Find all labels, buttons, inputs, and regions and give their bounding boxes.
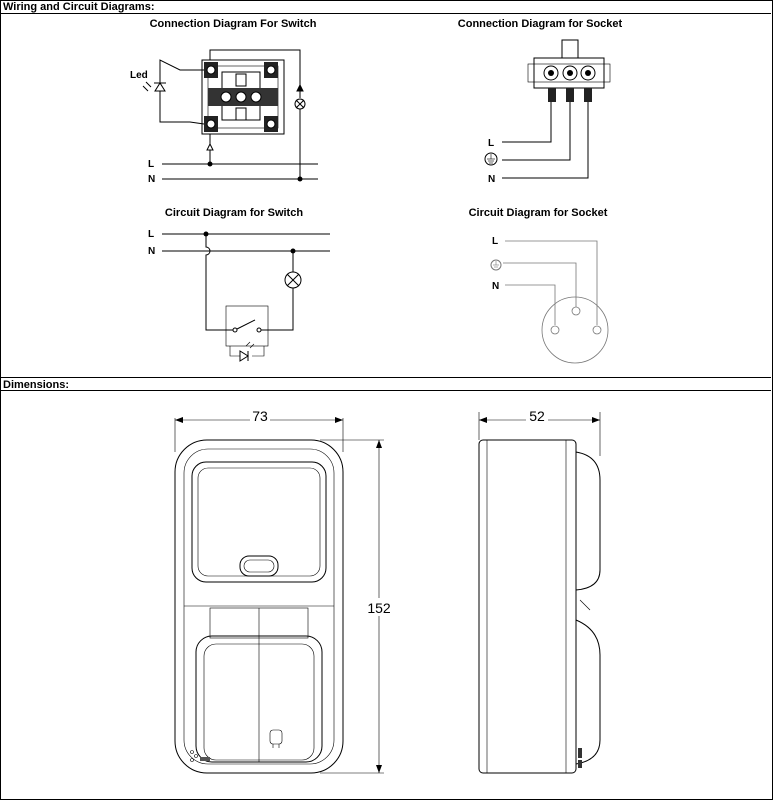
side-flap-profile <box>575 619 601 765</box>
socket-live-label: L <box>488 138 494 149</box>
switch-body <box>201 59 285 135</box>
live-to-switch-wire <box>205 234 226 331</box>
front-outer-frame <box>174 439 344 774</box>
dimension-arrow <box>175 417 183 423</box>
socket-connection-diagram: Connection Diagram for Socket L N <box>458 18 623 185</box>
socket-pin <box>592 325 602 335</box>
switch-terminal-block <box>204 62 278 132</box>
depth-dimension-label: 52 <box>529 408 545 424</box>
led-icon <box>239 341 255 362</box>
dimension-arrow <box>592 417 600 423</box>
dimension-arrow <box>335 417 343 423</box>
switch-circuit-title: Circuit Diagram for Switch <box>165 207 303 219</box>
dimension-arrow <box>479 417 487 423</box>
earth-icon <box>484 152 498 166</box>
switch-symbol-box <box>225 305 269 347</box>
ip-rating-icon <box>578 748 582 768</box>
socket-circuit-diagram: Circuit Diagram for Socket L N <box>469 207 609 364</box>
live-label: L <box>148 159 154 170</box>
side-body <box>478 439 577 774</box>
switch-rocker-cover <box>191 461 327 583</box>
socket-pin <box>550 325 560 335</box>
socket-circuit-live-label: L <box>492 236 498 247</box>
plug-icon <box>269 729 283 748</box>
width-dimension-label: 73 <box>252 408 268 424</box>
socket-neutral-label: N <box>488 174 495 185</box>
socket-neutral-wire <box>502 102 589 179</box>
socket-outline <box>541 296 609 364</box>
label-backing <box>526 409 548 425</box>
lamp-icon <box>294 98 306 110</box>
socket-connection-title: Connection Diagram for Socket <box>458 18 623 30</box>
socket-terminal-block <box>527 39 611 102</box>
wiring-section-title: Wiring and Circuit Diagrams: <box>0 0 771 14</box>
arrow-icon <box>296 84 304 92</box>
socket-circuit-live-wire <box>505 240 598 325</box>
switch-circuit-diagram: Circuit Diagram for Switch L N <box>148 207 330 362</box>
led-wire-top <box>159 59 204 83</box>
junction <box>297 176 303 182</box>
led-wire-bottom <box>159 91 205 125</box>
led-window-inner <box>243 559 275 573</box>
dimension-arrow <box>376 765 382 773</box>
label-backing <box>250 409 270 425</box>
arrow-icon <box>206 142 214 151</box>
socket-circuit-earth-wire <box>503 262 577 307</box>
junction <box>207 161 213 167</box>
socket-live-wire <box>502 102 552 143</box>
side-view-drawing: 52 <box>478 408 601 774</box>
circuit-live-label: L <box>148 229 154 240</box>
neutral-label: N <box>148 174 155 185</box>
socket-earth-wire <box>502 102 571 161</box>
switch-contact <box>232 327 238 333</box>
earth-icon <box>490 259 502 271</box>
led-icon <box>142 81 166 92</box>
label-backing <box>366 598 392 616</box>
socket-circuit-neutral-wire <box>505 284 556 325</box>
socket-circuit-neutral-label: N <box>492 281 499 292</box>
side-rocker-profile <box>575 451 601 591</box>
led-label: Led <box>130 70 148 81</box>
socket-circuit-title: Circuit Diagram for Socket <box>469 207 608 219</box>
led-lead <box>252 346 265 357</box>
lamp-to-switch-wire <box>268 288 294 331</box>
ip-rating-icon <box>190 750 210 762</box>
circuit-neutral-label: N <box>148 246 155 257</box>
dimensions-section-title: Dimensions: <box>0 377 771 391</box>
socket-earth-pin <box>571 306 581 316</box>
front-inner-frame <box>183 448 335 765</box>
lamp-icon <box>284 271 302 289</box>
switch-lever <box>236 319 256 330</box>
dimension-arrow <box>376 440 382 448</box>
front-view-drawing: 73 152 <box>174 408 392 774</box>
switch-contact <box>256 327 262 333</box>
lamp-wire <box>209 49 301 98</box>
led-window <box>239 555 279 577</box>
height-dimension-label: 152 <box>367 600 391 616</box>
hinge-detail <box>579 599 591 611</box>
switch-connection-title: Connection Diagram For Switch <box>150 18 317 30</box>
led-lead <box>229 346 240 357</box>
switch-connection-diagram: Connection Diagram For Switch Led <box>130 18 318 185</box>
